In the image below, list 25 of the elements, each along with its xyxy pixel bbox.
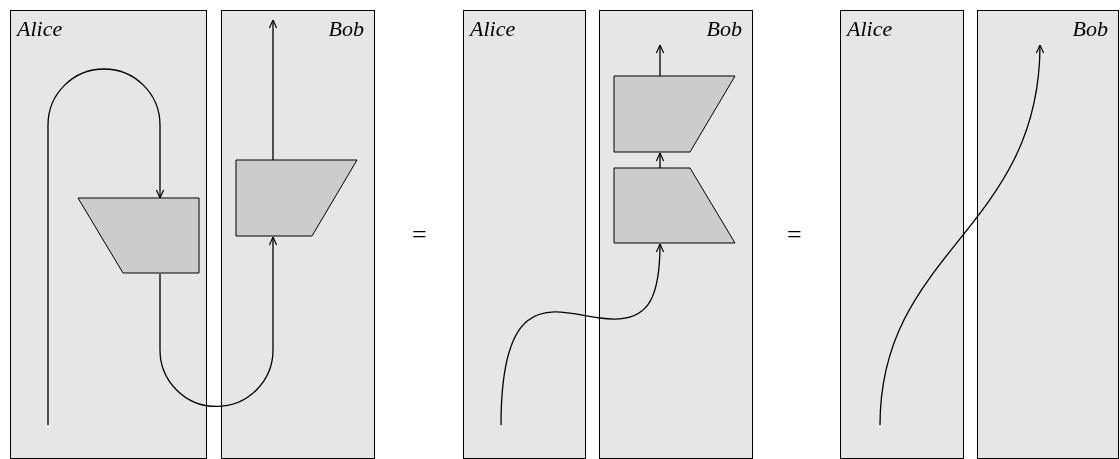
lane-panel [977, 10, 1119, 459]
wire-arrow [47, 68, 165, 426]
lane-title: Bob [328, 17, 364, 42]
trapezoid-box [78, 198, 200, 274]
wire-arrow [879, 44, 1044, 426]
trapezoid-box [236, 160, 358, 237]
trapezoid-box [614, 168, 736, 244]
lane-panel [599, 10, 753, 459]
lane-title: Alice [470, 17, 516, 42]
lane-title: Bob [1072, 17, 1108, 42]
wire-arrow [159, 236, 278, 408]
equals-sign: = [412, 222, 427, 248]
lane-panel [221, 10, 375, 459]
lane-title: Alice [17, 17, 63, 42]
wire-arrow [500, 243, 664, 426]
lane-title: Bob [706, 17, 742, 42]
wire-arrow [268, 19, 278, 161]
wire-arrow [655, 44, 665, 77]
lane-panel [463, 10, 586, 459]
trapezoid-box [614, 76, 736, 153]
wire-arrow [655, 152, 665, 169]
lane-panel [10, 10, 207, 459]
lane-title: Alice [847, 17, 893, 42]
lane-panel [840, 10, 964, 459]
equals-sign: = [787, 222, 802, 248]
